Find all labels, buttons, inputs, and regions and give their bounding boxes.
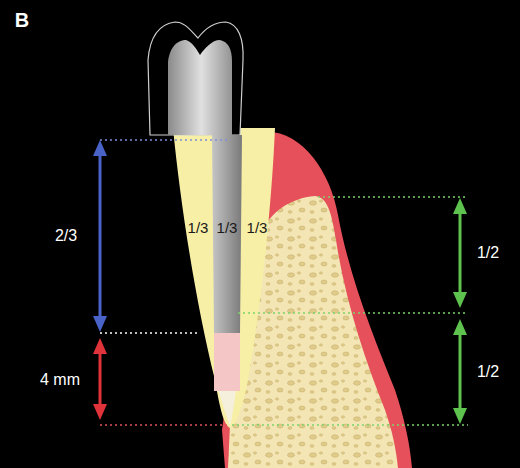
gutta-percha [214, 333, 240, 391]
guide-line [100, 332, 200, 334]
fraction-label: 1/2 [477, 363, 499, 381]
dimension-arrow [93, 140, 107, 332]
guide-line [100, 139, 228, 141]
guide-line [100, 424, 228, 426]
guide-line [238, 312, 468, 314]
fraction-label: 1/2 [477, 244, 499, 262]
canal [218, 390, 236, 426]
guide-line [318, 196, 468, 198]
panel-letter: B [15, 9, 29, 31]
dimension-arrow [93, 338, 107, 420]
dimension-arrow [453, 198, 467, 424]
dimension-label: 4 mm [40, 371, 80, 389]
fraction-label: 1/3 [247, 220, 268, 237]
fraction-label: 2/3 [55, 227, 77, 245]
guide-line [232, 424, 468, 426]
fraction-label: 1/3 [188, 220, 209, 237]
fraction-label: 1/3 [217, 220, 238, 237]
post-core [168, 40, 242, 333]
